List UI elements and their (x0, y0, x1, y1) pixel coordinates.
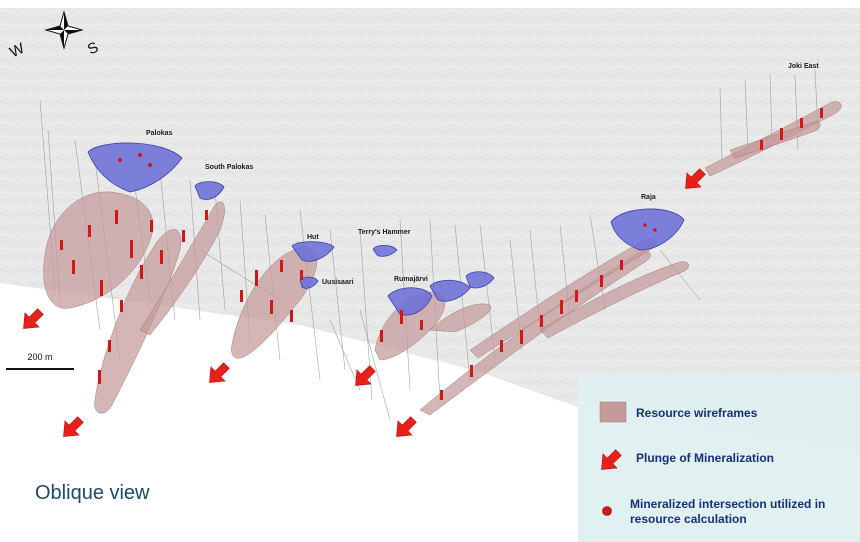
resource-wireframe-swatch (599, 401, 627, 423)
scale-bar-label: 200 m (27, 352, 53, 362)
plunge-arrows (23, 168, 706, 437)
plunge-arrow-icon (355, 365, 376, 386)
raja-plunge-3 (539, 261, 689, 339)
resource-wireframes (43, 101, 842, 416)
terrain-surface (0, 8, 860, 455)
hut-pit (291, 241, 335, 262)
compass-star-icon (44, 10, 84, 50)
mineralized-intersection-dot (602, 506, 612, 516)
deposit-label-joki-east: Joki East (788, 63, 819, 70)
deposit-label-hut: Hut (307, 234, 319, 241)
south-palokas-pit (194, 181, 225, 200)
raja-plunge-1 (419, 250, 651, 416)
plunge-arrow-icon (63, 416, 84, 437)
rumajarvi-pit-1 (387, 287, 433, 316)
deposit-label-rumajarvi: Rumajärvi (394, 276, 428, 283)
legend-label-resource-wireframes: Resource wireframes (636, 406, 758, 420)
rumajarvi-pit-2 (429, 279, 471, 302)
palokas-wireframe (43, 191, 154, 309)
view-title: Oblique view (35, 482, 150, 504)
rumajarvi-lens (429, 303, 492, 333)
palokas-pit (87, 142, 183, 193)
scale-bar: 200 m (6, 352, 74, 372)
rumajarvi-pit-3 (465, 271, 495, 289)
plunge-arrow-icon (209, 362, 230, 383)
deposit-label-south-palokas: South Palokas (205, 164, 254, 171)
legend-label-mineralized-intersection: Mineralized intersection utilized in res… (630, 497, 826, 526)
plunge-arrow-icon (685, 168, 706, 189)
open-pits (87, 142, 685, 316)
deposit-label-uusisaari: Uusisaari (322, 279, 354, 286)
plunge-arrow-icon (396, 416, 417, 437)
raja-pit (610, 208, 685, 251)
terrys-hammer-pit (372, 244, 398, 257)
deposit-label-raja: Raja (641, 194, 656, 201)
legend-label-plunge-of-mineralization: Plunge of Mineralization (636, 451, 775, 465)
plunge-arrow-icon (601, 449, 622, 470)
legend: Resource wireframes Plunge of Mineraliza… (578, 375, 860, 542)
deposit-label-palokas: Palokas (146, 130, 173, 137)
hut-wireframe (231, 247, 318, 359)
joki-east-lens (729, 121, 821, 159)
compass-rose: W S (7, 10, 108, 70)
south-palokas-wireframe (139, 201, 225, 336)
legend-panel (578, 375, 860, 542)
plunge-arrow-icon (23, 308, 44, 329)
uusisaari-pit (299, 276, 319, 289)
mineralized-intersections (60, 108, 823, 400)
scale-bar-line (6, 368, 74, 370)
deposit-label-terrys-hammer: Terry's Hammer (358, 229, 411, 236)
